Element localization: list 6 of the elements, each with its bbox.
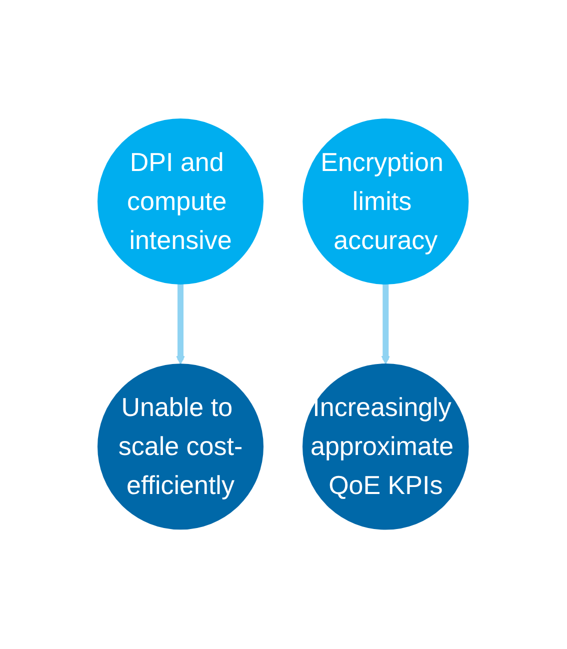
- arrow: [176, 284, 186, 365]
- node-circle: Encryption limits accuracy: [303, 118, 469, 285]
- node-circle: DPI and compute intensive: [98, 118, 264, 285]
- arrow: [382, 284, 390, 365]
- node-circle: Unable to scale cost-efficiently: [98, 364, 264, 530]
- node-circle: Increasingly approximate QoE KPIs: [302, 364, 470, 530]
